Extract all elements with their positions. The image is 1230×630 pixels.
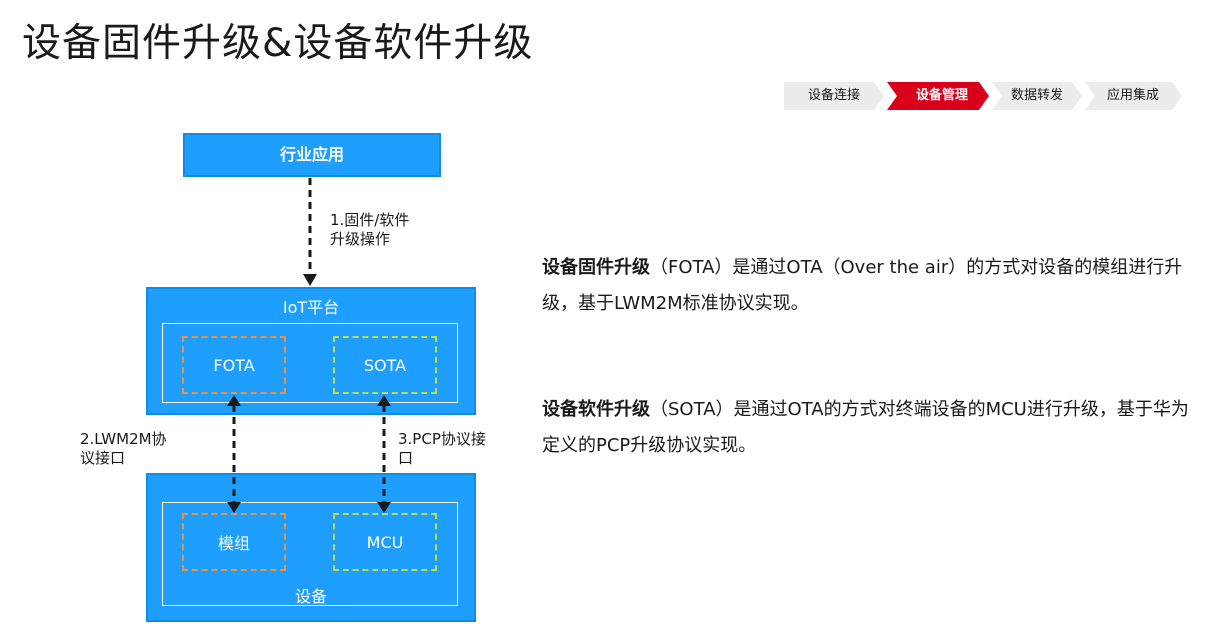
fota-term: 设备固件升级 xyxy=(542,257,650,278)
slide-title: 设备固件升级&设备软件升级 xyxy=(22,21,534,66)
connector-2-label: 2.LWM2M协 议接口 xyxy=(80,430,167,468)
crumb-connect[interactable]: 设备连接 xyxy=(807,88,860,103)
connector-2-arrow-down xyxy=(227,502,241,513)
sota-box: SOTA xyxy=(333,336,437,394)
connector-3-label-line1: 3.PCP协议接 xyxy=(398,430,486,448)
device-inner-frame xyxy=(162,502,458,606)
connector-3-label-line2: 口 xyxy=(398,449,414,467)
connector-3-arrow-down xyxy=(377,502,391,513)
connector-1-label-line1: 1.固件/软件 xyxy=(330,211,410,229)
iot-platform-label: IoT平台 xyxy=(282,298,340,317)
fota-text: （FOTA）是通过OTA（Over the air）的方式对设备的模组进行升级，… xyxy=(542,257,1183,314)
breadcrumb: 设备连接 设备管理 数据转发 应用集成 xyxy=(784,82,1184,110)
fota-description: 设备固件升级（FOTA）是通过OTA（Over the air）的方式对设备的模… xyxy=(542,250,1192,322)
sota-text: （SOTA）是通过OTA的方式对终端设备的MCU进行升级，基于华为定义的PCP升… xyxy=(542,399,1189,456)
crumb-shape-integrate xyxy=(1085,82,1182,110)
fota-box: FOTA xyxy=(182,336,286,394)
connector-1-label: 1.固件/软件 升级操作 xyxy=(330,211,409,249)
crumb-shape-manage xyxy=(887,82,989,110)
connector-1-label-line2: 升级操作 xyxy=(330,230,391,248)
connector-1-arrow xyxy=(303,274,317,286)
iot-inner-frame xyxy=(162,323,458,403)
device-label: 设备 xyxy=(294,587,327,606)
connector-2-arrow-up xyxy=(227,395,241,406)
crumb-integrate[interactable]: 应用集成 xyxy=(1106,88,1159,103)
connector-2-label-line2: 议接口 xyxy=(80,449,126,467)
module-box: 模组 xyxy=(182,513,286,571)
crumb-shape-forward xyxy=(992,82,1082,110)
crumb-shape-connect xyxy=(784,82,884,110)
sota-description: 设备软件升级（SOTA）是通过OTA的方式对终端设备的MCU进行升级，基于华为定… xyxy=(542,392,1192,464)
crumb-manage[interactable]: 设备管理 xyxy=(915,88,968,103)
breadcrumb-chevrons xyxy=(784,82,1182,110)
connector-3-label: 3.PCP协议接 口 xyxy=(398,430,486,468)
mcu-box: MCU xyxy=(333,513,437,571)
connector-3-arrow-up xyxy=(377,395,391,406)
industry-app-box: 行业应用 xyxy=(183,133,441,177)
device-box xyxy=(146,473,476,622)
connector-2-label-line1: 2.LWM2M协 xyxy=(80,430,167,448)
crumb-forward[interactable]: 数据转发 xyxy=(1010,88,1063,103)
sota-term: 设备软件升级 xyxy=(542,399,650,420)
